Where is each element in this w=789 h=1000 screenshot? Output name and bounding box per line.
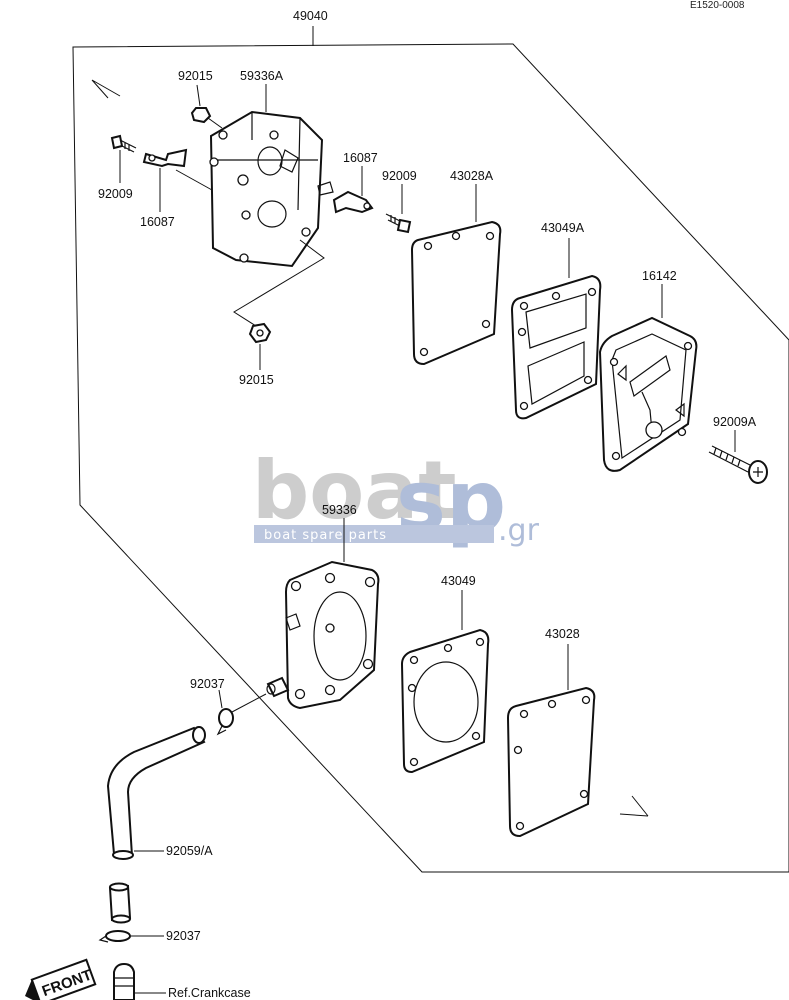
- screw-92009A: [708, 445, 768, 484]
- label-16087-left: 16087: [140, 215, 175, 229]
- gasket-43049: [400, 628, 490, 774]
- assembly-outline: [72, 43, 789, 873]
- nut-92015-top: [190, 107, 212, 124]
- pump-cover-59336A: [209, 110, 334, 268]
- label-59336: 59336: [322, 503, 357, 517]
- fitting-16087-left: [142, 148, 188, 168]
- label-92009-right: 92009: [382, 169, 417, 183]
- clamp-92037-bottom: [98, 930, 131, 943]
- label-ref-crankcase: Ref.Crankcase: [168, 986, 251, 1000]
- watermark-tagline: boat spare parts: [264, 528, 387, 543]
- label-92037-top: 92037: [190, 677, 225, 691]
- pump-body-59336: [266, 560, 380, 710]
- screw-92009-right: [385, 213, 412, 234]
- fitting-16087-right: [332, 190, 374, 214]
- label-92015-bottom: 92015: [239, 373, 274, 387]
- label-16142: 16142: [642, 269, 677, 283]
- valve-plate-16142: [598, 316, 698, 472]
- watermark-suffix: .gr: [498, 513, 540, 548]
- label-49040: 49040: [293, 9, 328, 23]
- diaphragm-43028: [506, 686, 596, 838]
- label-92059A: 92059/A: [166, 844, 213, 858]
- label-43028: 43028: [545, 627, 580, 641]
- watermark-tagline-bar: [254, 525, 494, 543]
- label-92037-bottom: 92037: [166, 929, 201, 943]
- label-43028A: 43028A: [450, 169, 494, 183]
- diaphragm-43028A: [410, 220, 502, 366]
- label-43049: 43049: [441, 574, 476, 588]
- diagram-code: E1520-0008: [690, 0, 745, 11]
- gasket-43049A: [510, 274, 602, 420]
- label-92015-top: 92015: [178, 69, 213, 83]
- screw-92009-left: [110, 134, 137, 153]
- hose-end-piece: [108, 882, 132, 924]
- label-43049A: 43049A: [541, 221, 585, 235]
- watermark: boat sp .gr boat spare parts: [252, 444, 540, 550]
- corner-mark-top: [91, 79, 121, 99]
- crankcase-fitting: [113, 962, 135, 1000]
- hose-92059A: [106, 726, 206, 860]
- label-92009A: 92009A: [713, 415, 757, 429]
- label-59336A: 59336A: [240, 69, 284, 83]
- watermark-word-boat: boat: [252, 444, 456, 537]
- front-direction-tag: FRONT: [24, 958, 97, 1000]
- corner-mark-bottom: [619, 795, 649, 817]
- label-92009-left: 92009: [98, 187, 133, 201]
- label-16087-right: 16087: [343, 151, 378, 165]
- clamp-92037-top: [216, 708, 234, 736]
